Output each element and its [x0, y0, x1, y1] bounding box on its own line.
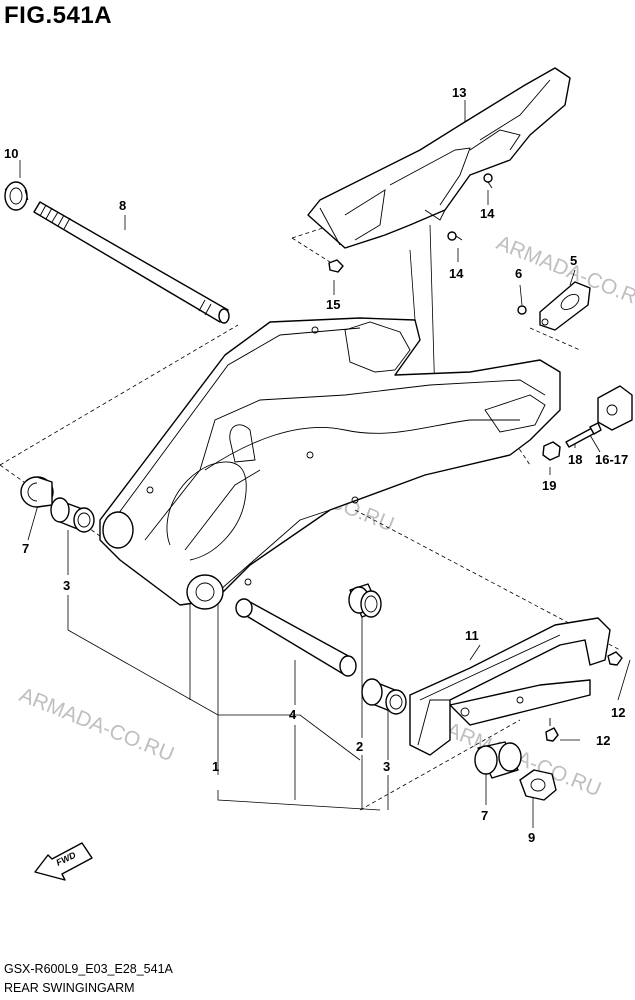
part-9-nut: [519, 769, 557, 801]
callout-7-left: 7: [22, 541, 29, 556]
callout-1: 1: [212, 759, 219, 774]
callout-11: 11: [465, 628, 479, 643]
callout-14-lower: 14: [449, 266, 464, 281]
part-14-bolt-upper: [483, 173, 493, 189]
part-7-collar-left: [20, 476, 54, 508]
part-19-nut: [542, 441, 561, 461]
callout-3-left: 3: [63, 578, 70, 593]
callout-16-17: 16-17: [595, 452, 628, 467]
part-11-chain-buffer: [409, 617, 611, 756]
callout-5: 5: [570, 253, 577, 268]
callout-8: 8: [119, 198, 126, 213]
callout-2: 2: [356, 739, 363, 754]
callout-7-right: 7: [481, 808, 488, 823]
part-7-collar-right: [474, 741, 522, 779]
callout-6: 6: [515, 266, 522, 281]
callout-9: 9: [528, 830, 535, 845]
callout-3-right: 3: [383, 759, 390, 774]
callout-13: 13: [452, 85, 466, 100]
fwd-arrow: FWD: [34, 842, 93, 881]
part-2-needle-bearing: [348, 583, 382, 618]
callout-18: 18: [568, 452, 582, 467]
watermark-left: ARMADA-CO.RU: [16, 683, 177, 766]
callout-14-upper: 14: [480, 206, 495, 221]
part-13-chain-case: [307, 67, 571, 249]
part-6-bolt: [517, 305, 527, 315]
part-18-adjuster-bolt: [565, 422, 602, 448]
part-16-17-adjuster-block: [597, 385, 633, 431]
part-3-bearing-left: [50, 497, 95, 533]
figure-title: FIG.541A: [4, 2, 113, 29]
part-8-pivot-shaft: [33, 201, 230, 324]
callout-labels: 10 8 13 14 14 15 6 5 16-17 18 19 7 3 11 …: [4, 85, 628, 845]
part-12-screw-lower: [545, 718, 559, 742]
callout-15: 15: [326, 297, 340, 312]
drawing-name: REAR SWINGINGARM: [4, 981, 135, 995]
callout-4: 4: [289, 707, 297, 722]
part-3-bearing-right: [361, 678, 407, 715]
callout-12-upper: 12: [611, 705, 625, 720]
part-15-clip: [328, 259, 344, 273]
part-1-swingarm: [99, 317, 561, 610]
part-12-screw-upper: [607, 651, 623, 666]
callout-12-lower: 12: [596, 733, 610, 748]
callout-10: 10: [4, 146, 18, 161]
callout-19: 19: [542, 478, 556, 493]
part-4-spacer: [235, 598, 357, 677]
part-5-plate: [539, 281, 591, 331]
part-14-bolt-lower: [447, 231, 463, 241]
part-10-lock-nut: [4, 181, 29, 211]
drawing-code: GSX-R600L9_E03_E28_541A: [4, 962, 173, 976]
